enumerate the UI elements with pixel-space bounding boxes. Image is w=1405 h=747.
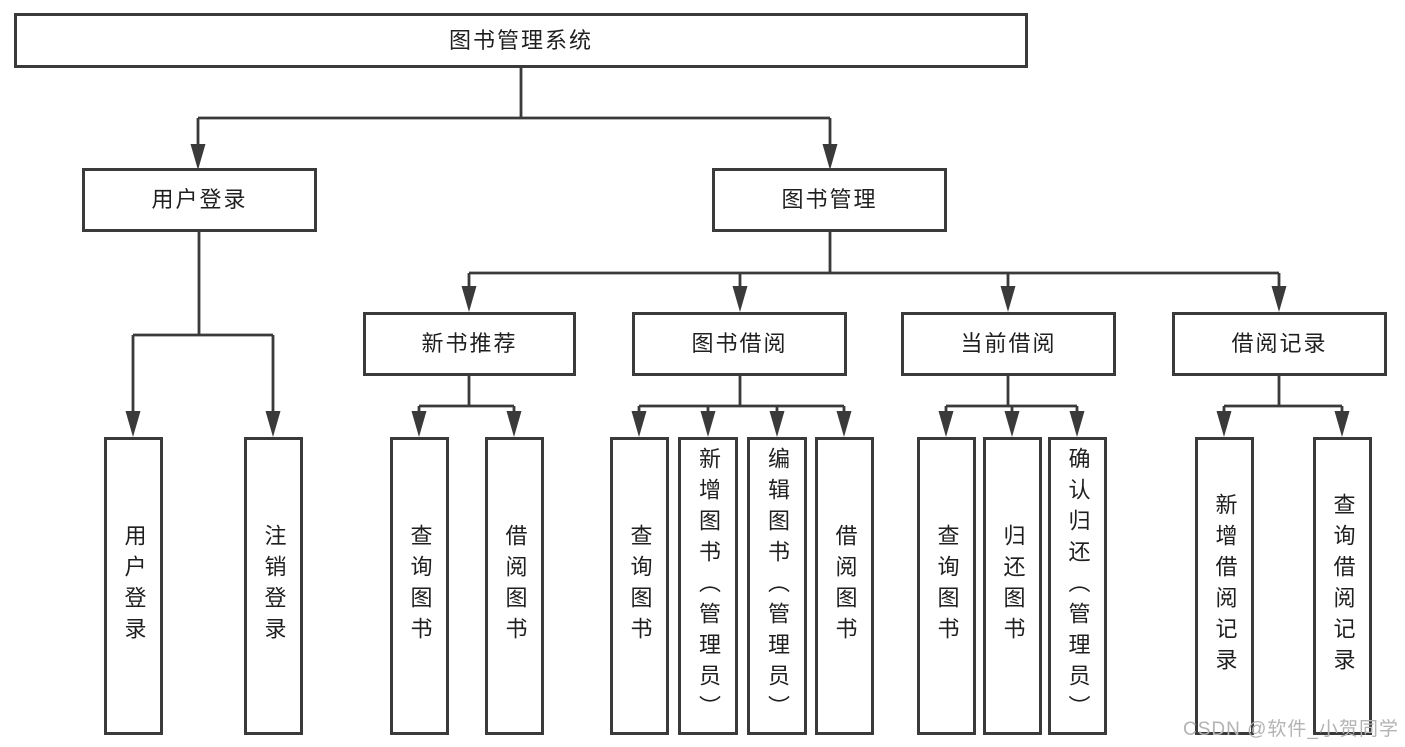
leaf-label: 新增借阅记录	[1212, 493, 1238, 679]
leaf-label: 查询图书	[407, 524, 433, 648]
node-label: 用户登录	[151, 187, 248, 212]
node-new-book-recommendation: 新书推荐	[363, 312, 576, 376]
node-library-management-system: 图书管理系统	[14, 13, 1028, 68]
leaf-add-book-admin: 新增图书（管理员）	[678, 437, 738, 735]
leaf-edit-book-admin: 编辑图书（管理员）	[747, 437, 807, 735]
leaf-label: 新增图书（管理员）	[696, 446, 721, 726]
leaf-label: 用户登录	[121, 524, 147, 648]
leaf-borrow-books-borrowing: 借阅图书	[815, 437, 874, 735]
leaf-label: 查询借阅记录	[1330, 493, 1356, 679]
arrowhead	[125, 411, 141, 437]
leaf-label: 归还图书	[1000, 524, 1026, 648]
node-current-borrowing: 当前借阅	[901, 312, 1116, 376]
leaf-logout: 注销登录	[244, 437, 303, 735]
node-book-management: 图书管理	[712, 168, 947, 232]
node-borrowing-records: 借阅记录	[1172, 312, 1387, 376]
arrowhead	[1216, 411, 1232, 437]
leaf-query-borrow-record: 查询借阅记录	[1313, 437, 1372, 735]
node-label: 当前借阅	[960, 331, 1057, 356]
arrowhead	[1069, 411, 1085, 437]
arrowhead	[769, 411, 785, 437]
leaf-user-login: 用户登录	[104, 437, 163, 735]
node-user-login: 用户登录	[82, 168, 317, 232]
leaf-query-books-current: 查询图书	[917, 437, 976, 735]
arrowhead	[190, 144, 206, 170]
arrowhead	[732, 286, 748, 312]
node-label: 借阅记录	[1231, 331, 1328, 356]
arrowhead	[1271, 286, 1287, 312]
node-label: 图书管理	[781, 187, 878, 212]
leaf-label: 确认归还（管理员）	[1065, 446, 1091, 726]
arrowhead	[461, 286, 477, 312]
arrowhead	[822, 144, 838, 170]
leaf-query-books-borrowing: 查询图书	[610, 437, 669, 735]
node-book-borrowing: 图书借阅	[632, 312, 847, 376]
watermark-text: CSDN @软件_小贺同学	[1183, 719, 1399, 740]
arrowhead	[411, 411, 427, 437]
leaf-borrow-books-recommend: 借阅图书	[485, 437, 544, 735]
arrowhead	[836, 411, 852, 437]
node-label: 新书推荐	[421, 331, 518, 356]
leaf-label: 借阅图书	[502, 524, 528, 648]
leaf-label: 查询图书	[627, 524, 653, 648]
leaf-return-books: 归还图书	[983, 437, 1042, 735]
leaf-label: 注销登录	[261, 524, 287, 648]
arrowhead	[265, 411, 281, 437]
node-label: 图书借阅	[691, 331, 788, 356]
leaf-label: 查询图书	[934, 524, 960, 648]
arrowhead	[1334, 411, 1350, 437]
arrowhead	[1000, 286, 1016, 312]
arrowhead	[506, 411, 522, 437]
arrowhead	[700, 411, 716, 437]
arrowhead	[631, 411, 647, 437]
leaf-label: 编辑图书（管理员）	[765, 446, 790, 726]
leaf-label: 借阅图书	[832, 524, 858, 648]
leaf-confirm-return-admin: 确认归还（管理员）	[1048, 437, 1107, 735]
leaf-add-borrow-record: 新增借阅记录	[1195, 437, 1254, 735]
arrowhead	[938, 411, 954, 437]
node-label: 图书管理系统	[448, 27, 593, 53]
leaf-query-books-recommend: 查询图书	[390, 437, 449, 735]
arrowhead	[1004, 411, 1020, 437]
